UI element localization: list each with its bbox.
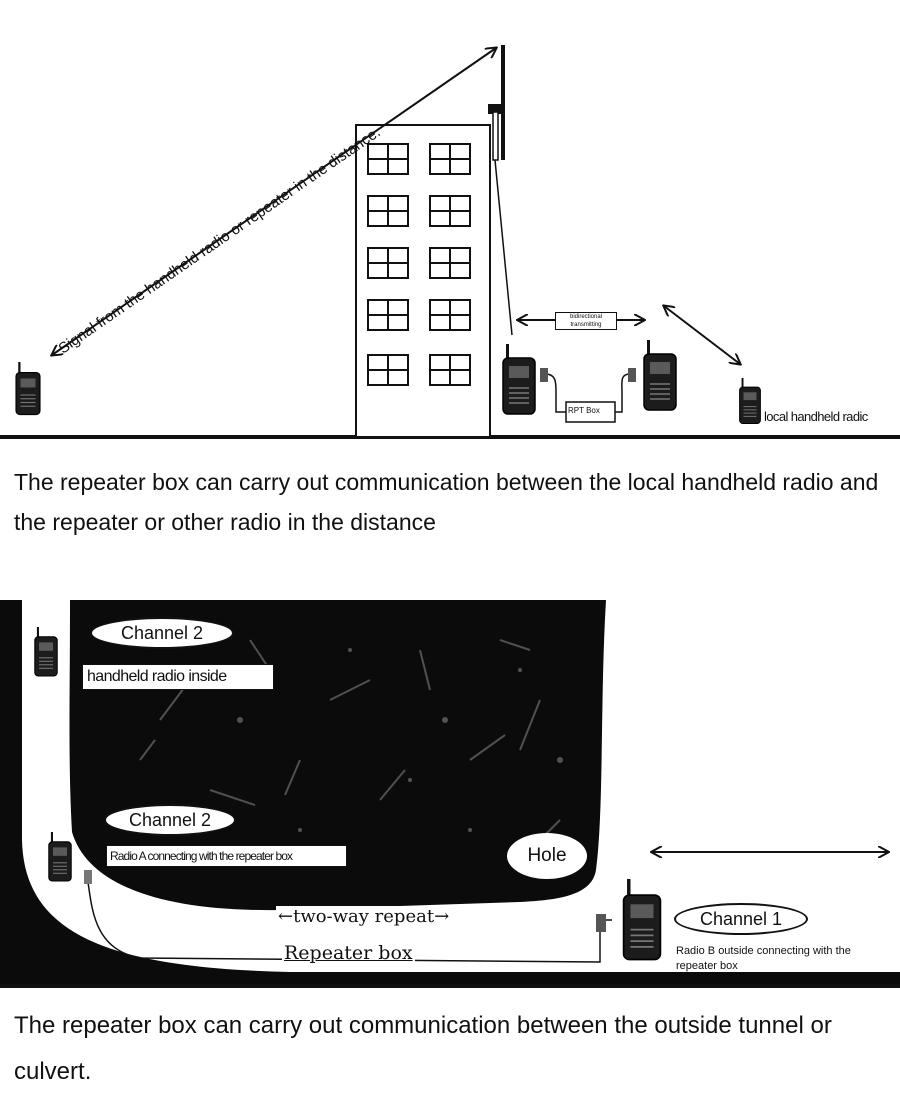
local-radio-label: local handheld radic: [764, 409, 868, 424]
repeater-box-icon: [565, 401, 616, 423]
caption-1: The repeater box can carry out communica…: [14, 469, 879, 535]
antenna-icon: [488, 45, 513, 336]
tunnel-rock: [0, 600, 900, 984]
building-icon: [355, 124, 491, 438]
bidirectional-label: bidirectional transmitting: [555, 312, 617, 330]
signal-arrow: [52, 48, 496, 355]
channel-2-top-label: Channel 2: [90, 617, 234, 649]
handheld-radio-icon: [739, 377, 761, 424]
rpt-box-label: RPT Box: [568, 406, 600, 415]
handheld-radio-icon: [34, 626, 58, 677]
handheld-radio-icon: [643, 339, 677, 411]
hole-label: Hole: [507, 833, 587, 879]
rock-texture: [139, 639, 561, 846]
handheld-radio-icon: [48, 831, 72, 882]
rock-specks: [178, 648, 563, 832]
channel-2-mid-label: Channel 2: [104, 804, 236, 836]
handheld-inside-label: handheld radio inside: [82, 664, 274, 690]
caption-2: The repeater box can carry out communica…: [14, 1012, 832, 1085]
handheld-radio-icon: [15, 361, 41, 416]
two-way-repeat-label: ←two-way repeat→: [276, 906, 452, 927]
cable-icon: [540, 368, 636, 413]
handheld-radio-icon: [502, 343, 536, 415]
local-link-arrow: [664, 306, 740, 364]
radio-a-label: Radio A connecting with the repeater box: [106, 845, 347, 867]
handheld-radio-icon: [622, 878, 662, 961]
repeater-box-label: Repeater box: [282, 942, 415, 964]
channel-1-label: Channel 1: [674, 903, 808, 935]
radio-b-label: Radio B outside connecting with the repe…: [676, 945, 851, 972]
